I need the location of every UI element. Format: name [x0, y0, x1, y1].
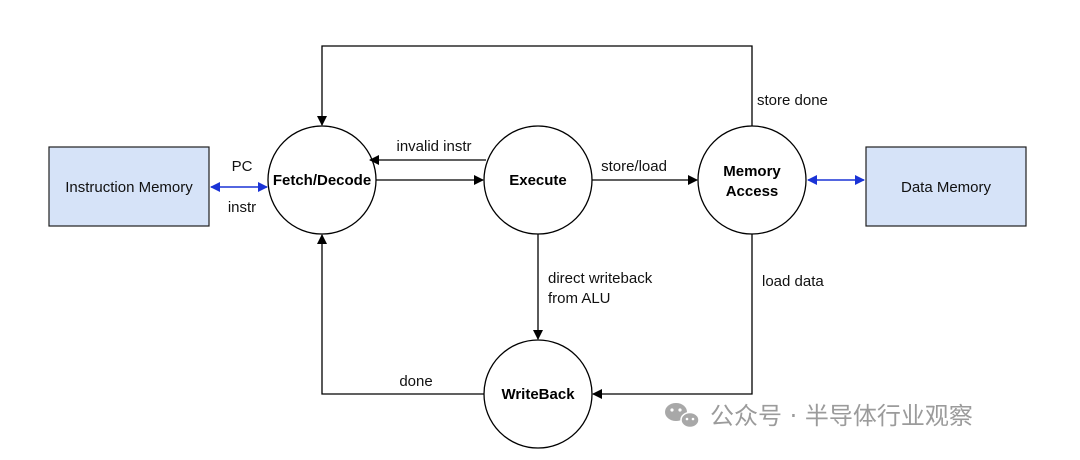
writeback-label: WriteBack	[501, 386, 575, 403]
direct-writeback-label-line2: from ALU	[548, 290, 611, 307]
watermark: 公众号 · 半导体行业观察	[665, 402, 973, 430]
memory-access-node: Memory Access	[697, 125, 807, 235]
store-load-label: store/load	[601, 158, 667, 175]
pc-label: PC	[232, 158, 253, 175]
wechat-icon	[665, 403, 700, 429]
fetch-decode-node: Fetch/Decode	[267, 125, 377, 235]
writeback-node: WriteBack	[483, 339, 593, 449]
done-label: done	[399, 373, 432, 390]
watermark-text: 公众号 · 半导体行业观察	[710, 402, 973, 430]
execute-label: Execute	[509, 172, 567, 189]
data-memory-box: Data Memory	[865, 146, 1027, 227]
store-done-label: store done	[757, 92, 828, 109]
fetch-decode-label: Fetch/Decode	[273, 172, 371, 189]
store-done-arrow	[317, 45, 753, 126]
done-arrow	[317, 234, 484, 395]
instruction-memory-box: Instruction Memory	[48, 146, 210, 227]
load-data-arrow	[592, 234, 753, 399]
load-data-label: load data	[762, 273, 824, 290]
direct-writeback-label-line1: direct writeback	[548, 270, 653, 287]
memory-access-label-line1: Memory	[723, 163, 781, 180]
invalid-instr-label: invalid instr	[396, 138, 471, 155]
data-memory-label: Data Memory	[901, 179, 992, 196]
execute-node: Execute	[483, 125, 593, 235]
memory-access-label-line2: Access	[726, 183, 779, 200]
instr-label: instr	[228, 199, 256, 216]
instruction-memory-label: Instruction Memory	[65, 179, 193, 196]
